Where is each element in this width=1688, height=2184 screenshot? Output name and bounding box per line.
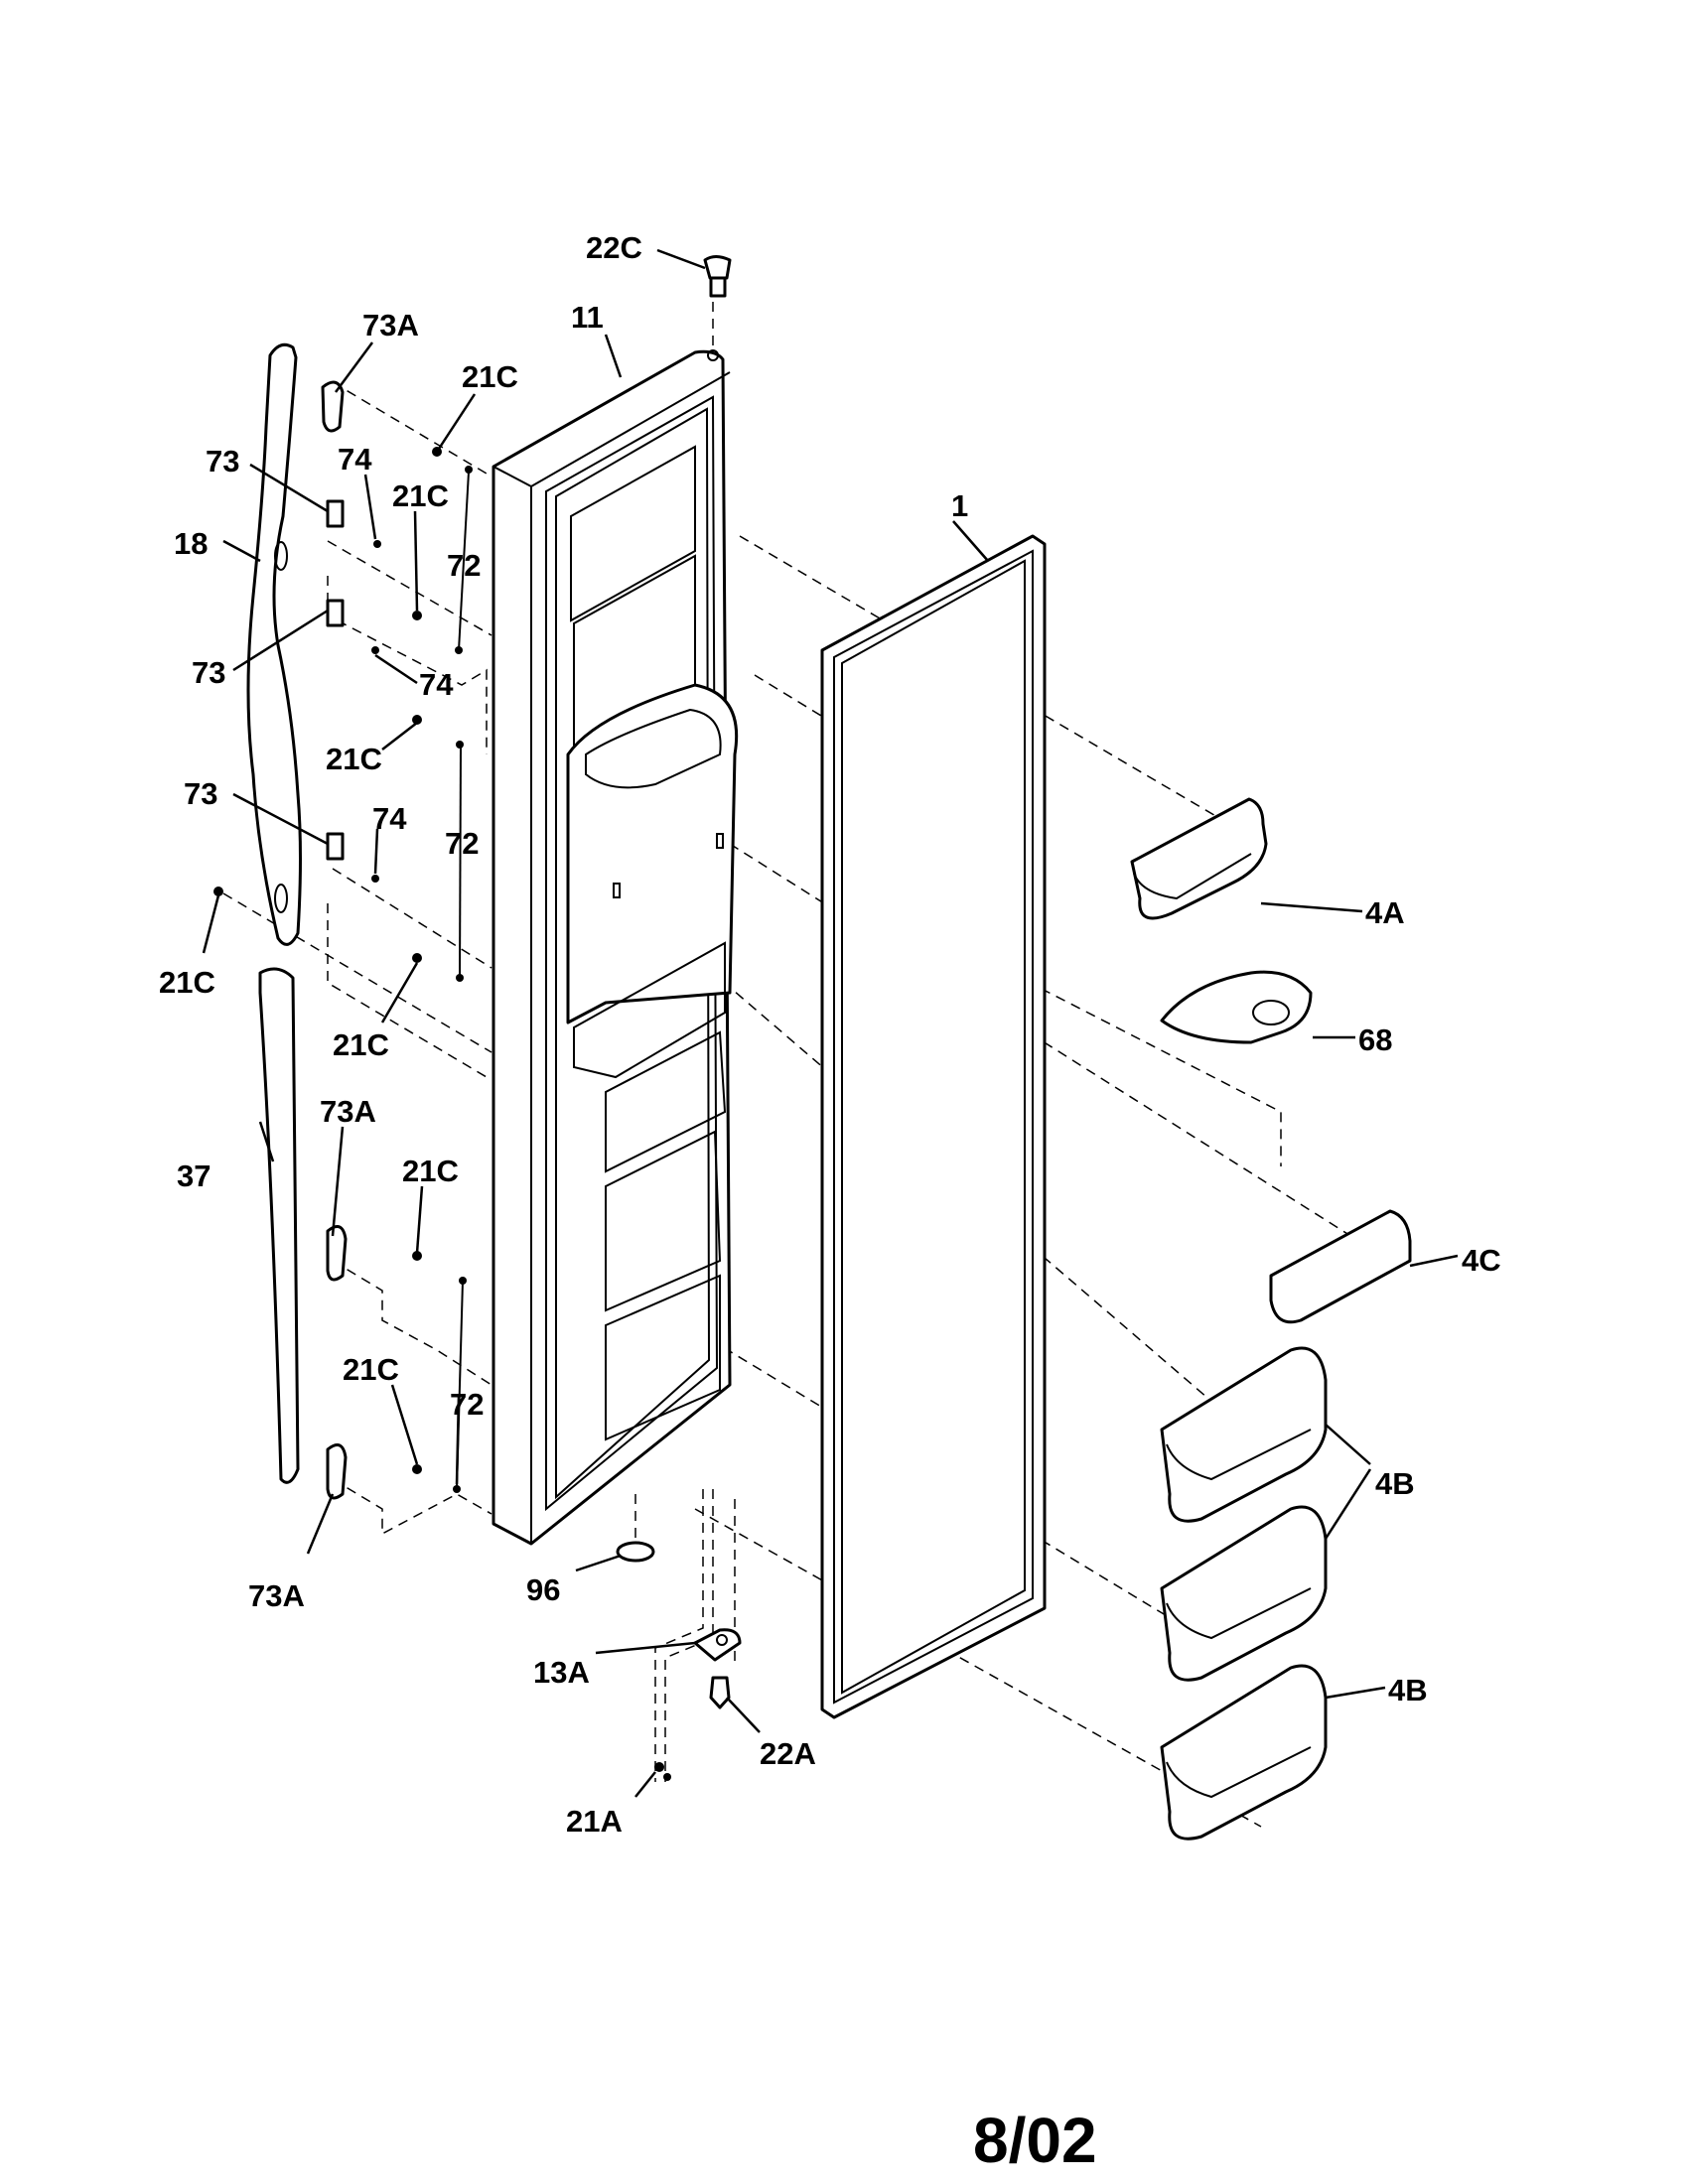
label-37: 37: [177, 1159, 211, 1193]
label-74-b: 74: [419, 667, 454, 702]
door-gasket: [820, 534, 1047, 1719]
revision-date: 8/02: [973, 2105, 1097, 2176]
label-4C: 4C: [1462, 1243, 1501, 1278]
label-11: 11: [571, 300, 604, 335]
label-18: 18: [174, 526, 208, 561]
label-73A-bot: 73A: [248, 1578, 305, 1613]
callout-labels: 22C 11 73A 21C 73 74 21C 18 72 1 73 74 2…: [159, 230, 1501, 1839]
label-68: 68: [1358, 1023, 1392, 1057]
bin-4B-upper: [1160, 1346, 1328, 1523]
label-21C-c: 21C: [326, 742, 382, 776]
label-72-a: 72: [447, 548, 481, 583]
label-4B-b: 4B: [1388, 1673, 1428, 1707]
label-96: 96: [526, 1572, 560, 1607]
label-21C-f: 21C: [402, 1154, 459, 1188]
label-1: 1: [951, 488, 968, 523]
label-73-c: 73: [184, 776, 217, 811]
label-21A: 21A: [566, 1804, 623, 1839]
label-73A-mid: 73A: [320, 1094, 376, 1129]
label-21C-a: 21C: [462, 359, 518, 394]
bin-68: [1160, 970, 1313, 1044]
screws: [213, 447, 671, 1781]
label-21C-b: 21C: [392, 478, 449, 513]
label-4A: 4A: [1365, 895, 1405, 930]
leader-lines: [202, 248, 1459, 1798]
label-73-a: 73: [206, 444, 239, 478]
door-hardware: [616, 255, 742, 1709]
bin-4C: [1269, 1209, 1412, 1324]
label-21C-d: 21C: [159, 965, 215, 1000]
label-13A: 13A: [533, 1655, 590, 1690]
lower-handle: [258, 967, 300, 1484]
bin-4B-lower: [1160, 1664, 1328, 1841]
door-assembly: [492, 349, 739, 1546]
label-72-c: 72: [450, 1387, 484, 1422]
label-21C-e: 21C: [333, 1027, 389, 1062]
label-74-a: 74: [338, 442, 372, 477]
label-73-b: 73: [192, 655, 225, 690]
label-73A-top: 73A: [362, 308, 419, 342]
label-21C-g: 21C: [343, 1352, 399, 1387]
handle-clips: [321, 380, 348, 1500]
label-72-b: 72: [445, 826, 479, 861]
label-74-c: 74: [372, 801, 407, 836]
label-22A: 22A: [760, 1736, 816, 1771]
label-4B-a: 4B: [1375, 1466, 1415, 1501]
label-22C: 22C: [586, 230, 642, 265]
bin-4B-middle: [1160, 1505, 1328, 1682]
bin-4A: [1130, 797, 1268, 920]
